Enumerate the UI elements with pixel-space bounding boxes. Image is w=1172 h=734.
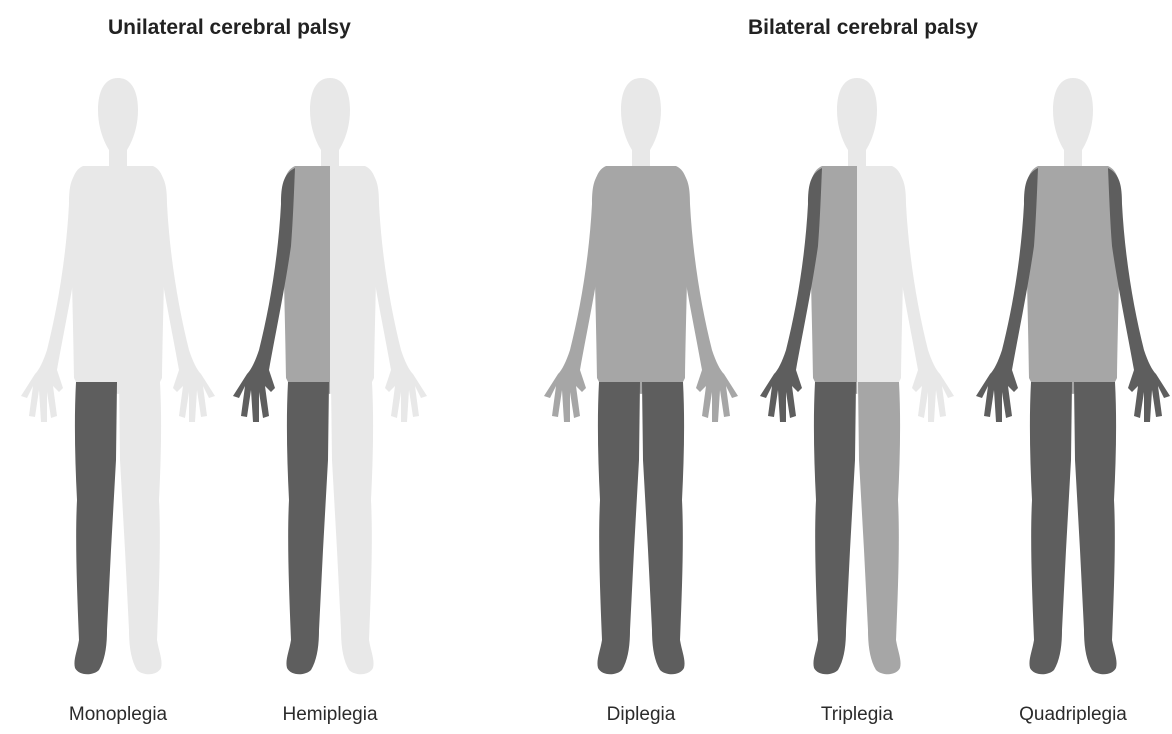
figure-triplegia xyxy=(742,70,972,690)
caption-triplegia: Triplegia xyxy=(742,704,972,726)
leg-left xyxy=(858,382,901,674)
leg-right xyxy=(286,382,329,674)
head xyxy=(1053,78,1093,166)
leg-right xyxy=(1029,382,1072,674)
leg-left xyxy=(331,382,374,674)
caption-diplegia: Diplegia xyxy=(526,704,756,726)
figure-monoplegia xyxy=(3,70,233,690)
leg-left xyxy=(1074,382,1117,674)
caption-quadriplegia: Quadriplegia xyxy=(958,704,1172,726)
head xyxy=(310,78,350,166)
leg-right xyxy=(74,382,117,674)
group-title-unilateral: Unilateral cerebral palsy xyxy=(108,16,351,40)
figure-diplegia xyxy=(526,70,756,690)
group-title-bilateral: Bilateral cerebral palsy xyxy=(748,16,978,40)
caption-monoplegia: Monoplegia xyxy=(3,704,233,726)
body-silhouette xyxy=(526,70,756,690)
head xyxy=(98,78,138,166)
figure-quadriplegia xyxy=(958,70,1172,690)
leg-left xyxy=(119,382,162,674)
body-silhouette xyxy=(3,70,233,690)
leg-right xyxy=(597,382,640,674)
body-silhouette xyxy=(742,70,972,690)
figure-hemiplegia xyxy=(215,70,445,690)
caption-hemiplegia: Hemiplegia xyxy=(215,704,445,726)
leg-right xyxy=(813,382,856,674)
body-silhouette xyxy=(215,70,445,690)
body-silhouette xyxy=(958,70,1172,690)
leg-left xyxy=(642,382,685,674)
head xyxy=(837,78,877,166)
head xyxy=(621,78,661,166)
